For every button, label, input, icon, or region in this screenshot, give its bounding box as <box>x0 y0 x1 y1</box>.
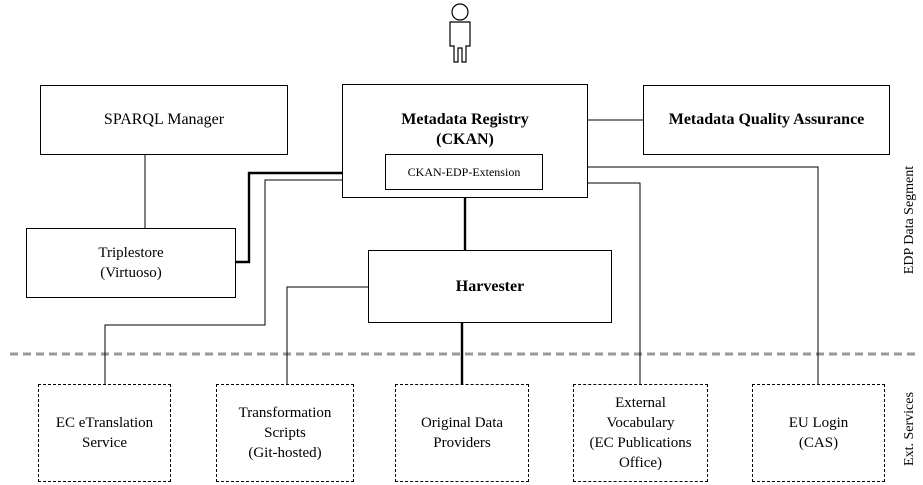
external-vocabulary-box: External Vocabulary (EC Publications Off… <box>573 384 708 482</box>
connector-registry-eulogin <box>587 166 819 384</box>
metadata-quality-assurance-box: Metadata Quality Assurance <box>643 85 890 155</box>
ckan-edp-extension-box: CKAN-EDP-Extension <box>385 154 543 190</box>
user-icon <box>449 3 471 63</box>
harvester-box: Harvester <box>368 250 612 323</box>
transformation-scripts-box: Transformation Scripts (Git-hosted) <box>216 384 354 482</box>
metadata-registry-box: Metadata Registry (CKAN) <box>342 84 588 198</box>
metadata-registry-title: Metadata Registry (CKAN) <box>401 111 529 148</box>
connector-harvester-scripts <box>286 286 369 384</box>
ext-services-label: Ext. Services <box>902 392 917 466</box>
ec-etranslation-box: EC eTranslation Service <box>38 384 171 482</box>
connector-registry-triplestore <box>236 171 343 264</box>
eu-login-box: EU Login (CAS) <box>752 384 885 482</box>
sparql-manager-box: SPARQL Manager <box>40 85 288 155</box>
original-data-providers-box: Original Data Providers <box>395 384 529 482</box>
connector-registry-vocabulary <box>587 182 641 384</box>
connector-registry-etranslation <box>104 179 343 384</box>
edp-data-segment-label: EDP Data Segment <box>902 165 917 275</box>
triplestore-box: Triplestore (Virtuoso) <box>26 228 236 298</box>
